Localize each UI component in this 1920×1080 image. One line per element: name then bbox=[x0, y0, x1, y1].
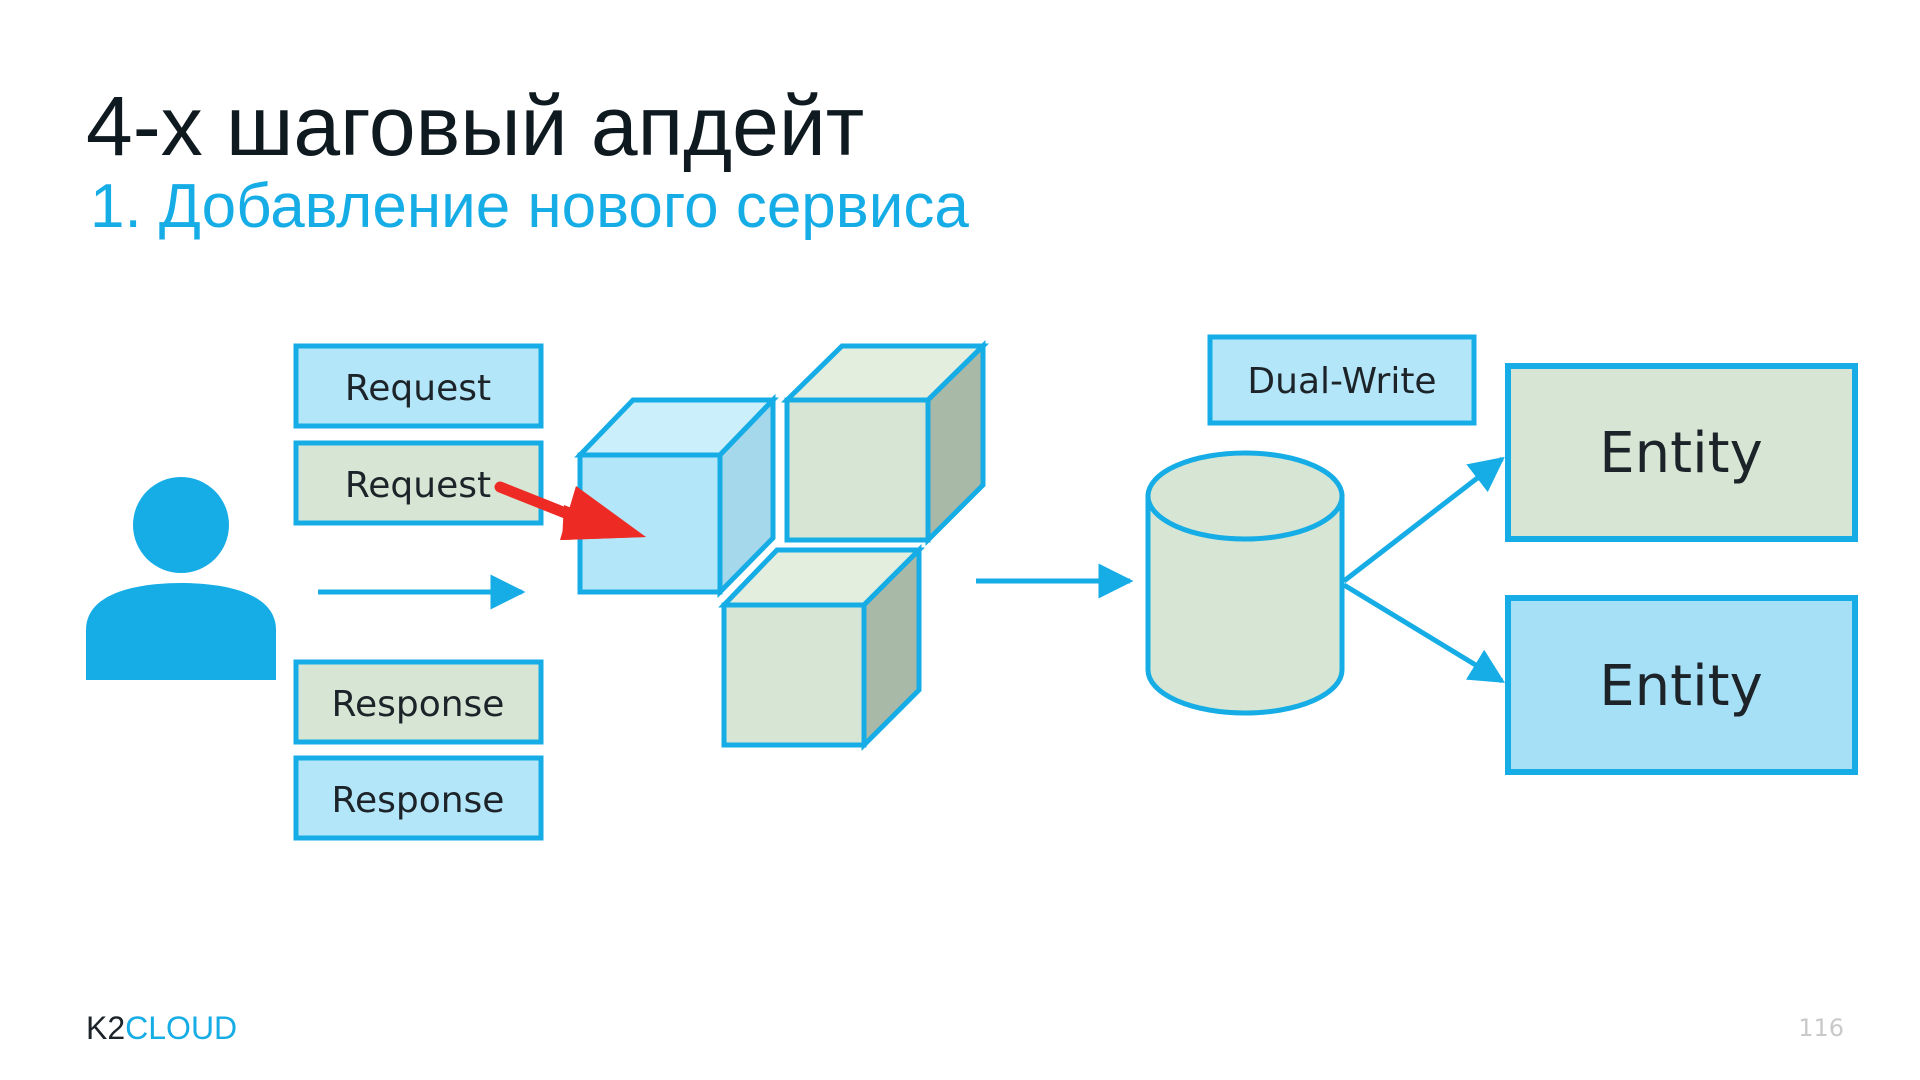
page-number: 116 bbox=[1798, 1014, 1844, 1042]
database-icon bbox=[1145, 450, 1345, 716]
db-to-entity-top-arrow bbox=[1342, 456, 1505, 583]
service-cube-old-top bbox=[780, 340, 990, 547]
k2-cloud-logo: K2CLOUD bbox=[86, 1010, 237, 1047]
logo-cloud-text: CLOUD bbox=[125, 1010, 238, 1046]
entity-box-bottom: Entity bbox=[1505, 595, 1858, 775]
dual-write-box: Dual-Write bbox=[1207, 334, 1477, 426]
service-cube-new bbox=[574, 393, 779, 599]
response-bottom-label: Response bbox=[332, 780, 505, 821]
highlight-arrow bbox=[494, 481, 646, 540]
slide-subtitle: 1. Добавление нового сервиса bbox=[90, 172, 969, 241]
response-box-top: Response bbox=[293, 659, 544, 745]
entity-bottom-label: Entity bbox=[1599, 654, 1763, 719]
user-icon bbox=[86, 477, 276, 680]
db-to-entity-bottom-arrow bbox=[1342, 582, 1505, 684]
entity-box-top: Entity bbox=[1505, 363, 1858, 542]
response-box-bottom: Response bbox=[293, 755, 544, 841]
request-bottom-label: Request bbox=[345, 465, 491, 506]
request-box-top: Request bbox=[293, 343, 544, 429]
logo-k2-text: K2 bbox=[86, 1010, 126, 1046]
request-top-label: Request bbox=[345, 368, 491, 409]
service-cube-old-bottom bbox=[718, 543, 926, 752]
slide-title: 4-х шаговый апдейт bbox=[86, 79, 865, 173]
response-top-label: Response bbox=[332, 684, 505, 725]
dual-write-label: Dual-Write bbox=[1247, 361, 1436, 402]
entity-top-label: Entity bbox=[1599, 421, 1763, 486]
